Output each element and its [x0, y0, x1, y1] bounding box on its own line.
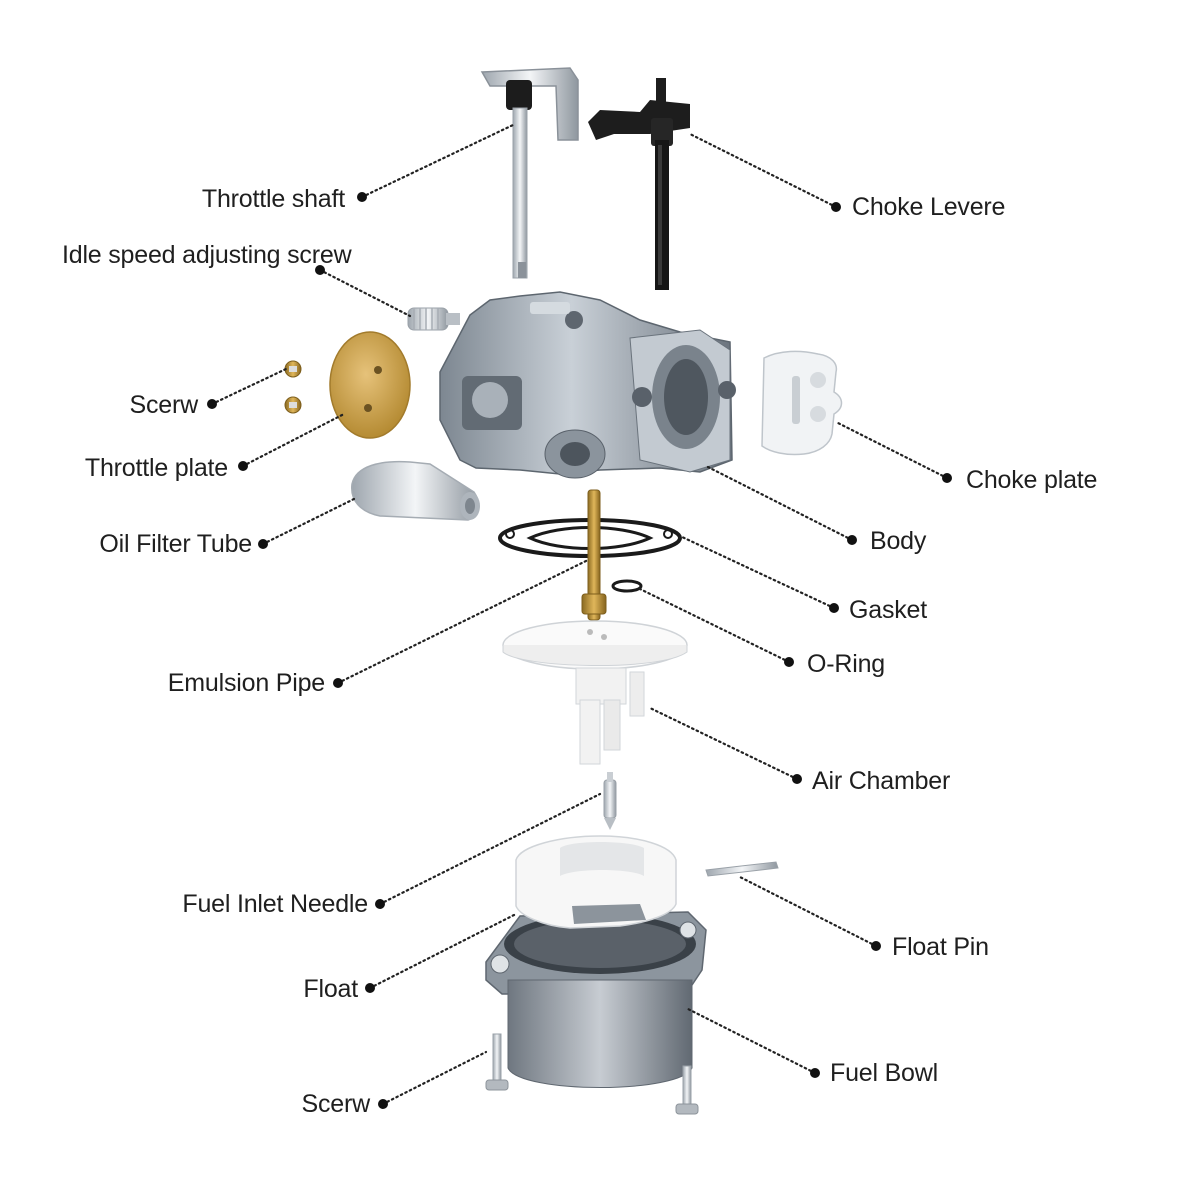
emulsion-pipe-part: [581, 489, 607, 621]
label-air-chamber: Air Chamber: [812, 767, 951, 795]
label-fuel-inlet-needle: Fuel Inlet Needle: [182, 890, 368, 918]
label-choke-plate: Choke plate: [966, 466, 1098, 494]
carburetor-body-part: [439, 291, 736, 479]
label-gasket: Gasket: [849, 596, 927, 624]
label-float: Float: [303, 975, 358, 1003]
label-oil-filter-tube: Oil Filter Tube: [99, 530, 252, 558]
label-fuel-bowl: Fuel Bowl: [830, 1059, 938, 1087]
label-screw-top: Scerw: [129, 391, 199, 419]
label-idle-speed-screw: Idle speed adjusting screw: [62, 241, 352, 269]
label-o-ring: O-Ring: [807, 650, 885, 678]
bottom-screws-part: [485, 1033, 699, 1115]
throttle-shaft-part: [480, 67, 579, 279]
label-float-pin: Float Pin: [892, 933, 989, 961]
throttle-plate-part: [329, 331, 411, 439]
label-emulsion-pipe: Emulsion Pipe: [167, 669, 325, 697]
fuel-inlet-needle-part: [603, 772, 617, 830]
choke-lever-part: [588, 78, 690, 290]
label-body: Body: [870, 527, 927, 555]
idle-screw-part: [407, 307, 460, 331]
label-choke-lever: Choke Levere: [852, 193, 1006, 221]
label-throttle-shaft: Throttle shaft: [201, 185, 345, 213]
top-screws-part: [284, 360, 302, 414]
oil-filter-tube-part: [351, 460, 480, 521]
label-throttle-plate: Throttle plate: [84, 454, 228, 482]
fuel-bowl-part: [485, 911, 707, 1088]
o-ring-part: [611, 579, 643, 593]
air-chamber-part: [502, 620, 688, 765]
float-part: [515, 835, 677, 929]
choke-plate-part: [761, 350, 843, 456]
float-pin-part: [705, 861, 779, 877]
leader-lines: [207, 123, 952, 1109]
label-screw-bottom: Scerw: [301, 1090, 371, 1118]
